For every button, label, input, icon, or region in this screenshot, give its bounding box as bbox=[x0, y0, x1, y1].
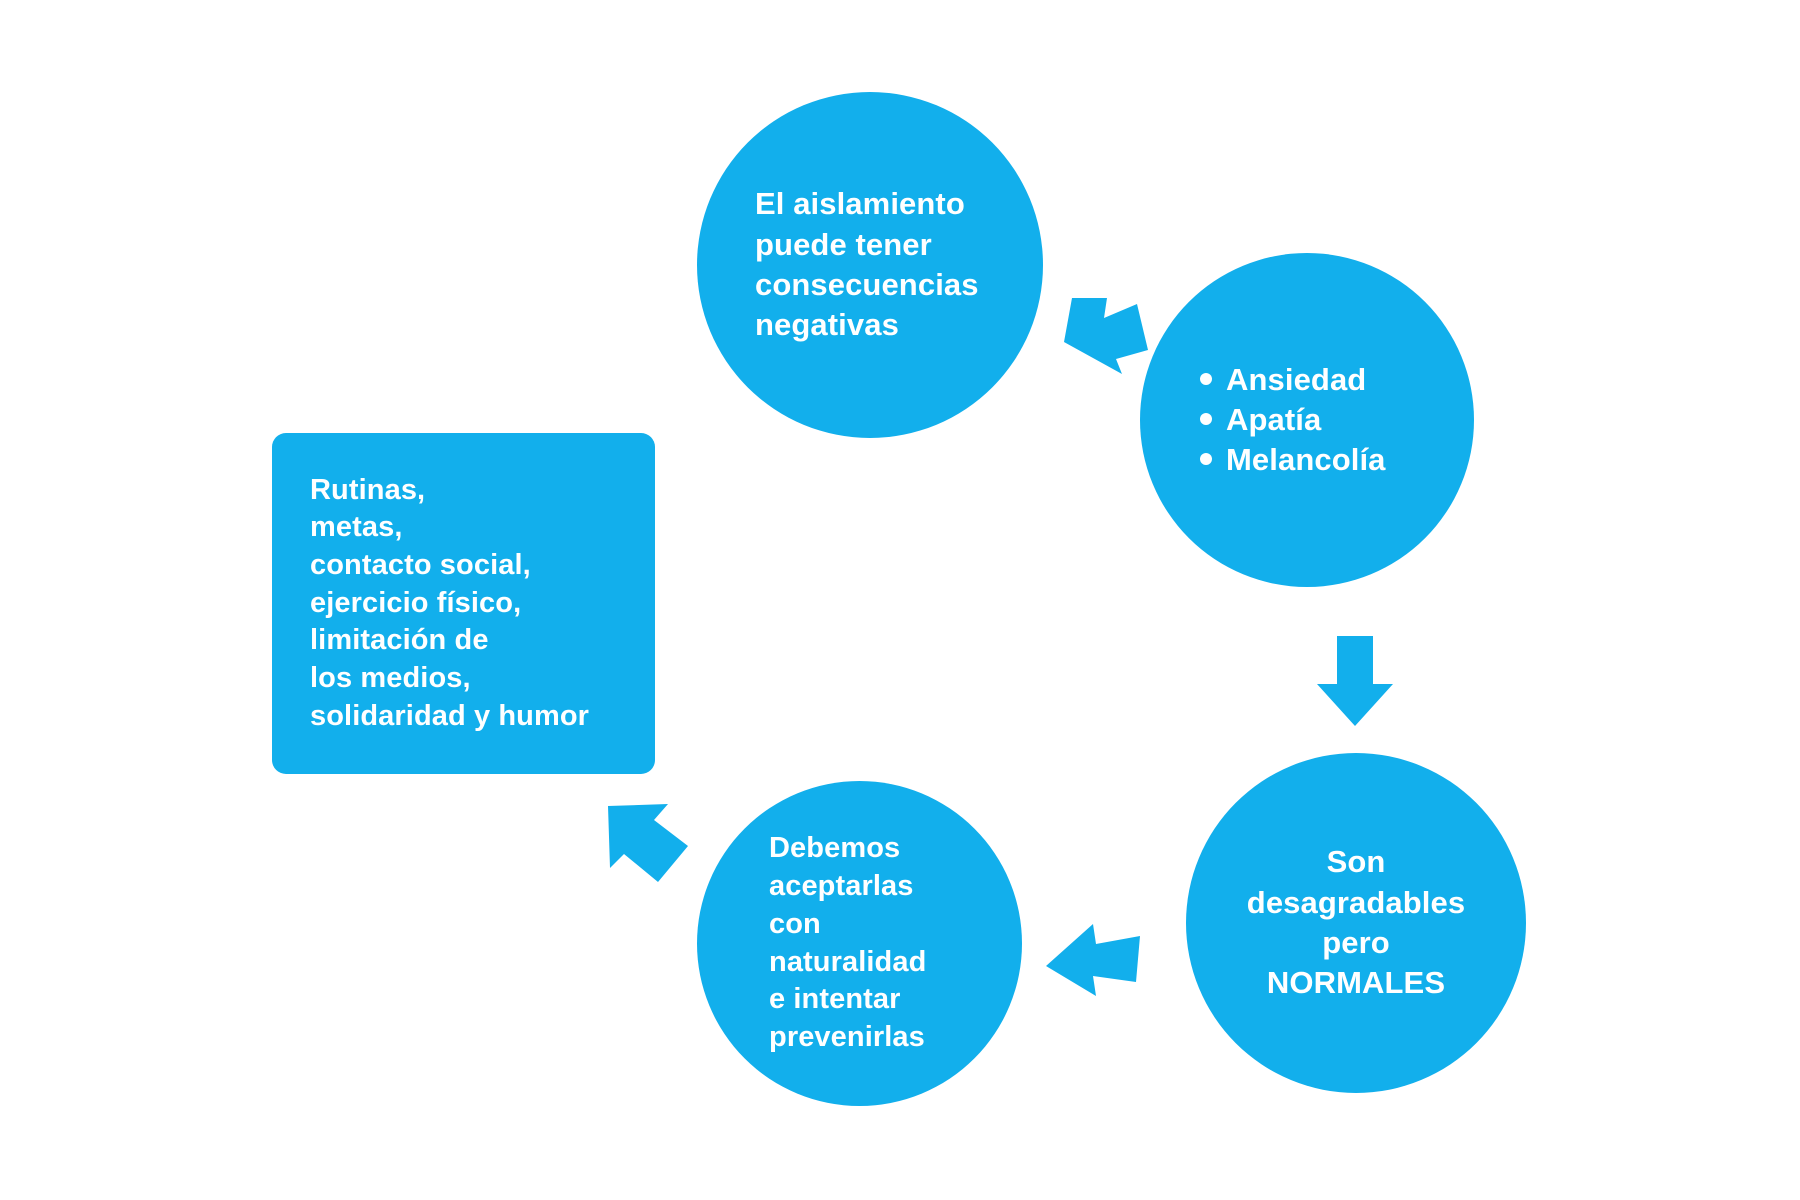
node-normal-line-4: NORMALES bbox=[1266, 965, 1446, 1001]
node-strategies-line-5: limitación de bbox=[310, 624, 489, 657]
node-strategies-line-2: metas, bbox=[310, 511, 403, 544]
node-symptoms-bullet-2: Apatía bbox=[1226, 401, 1322, 437]
bullet-dot-icon bbox=[1200, 372, 1212, 385]
node-normal-line-3: pero bbox=[1322, 925, 1390, 960]
node-accept-line-3: con bbox=[769, 907, 821, 940]
node-strategies[interactable]: Rutinas, metas, contacto social, ejercic… bbox=[272, 433, 655, 774]
node-accept[interactable]: Debemos aceptarlas con naturalidad e int… bbox=[697, 781, 1022, 1106]
arrow-left-icon bbox=[1046, 924, 1140, 996]
bullet-dot-icon bbox=[1200, 412, 1212, 425]
node-symptoms-bullet-1: Ansiedad bbox=[1226, 361, 1367, 397]
node-accept-line-2: aceptarlas bbox=[769, 870, 914, 903]
arrow-down-icon bbox=[1317, 636, 1393, 726]
node-isolation[interactable]: El aislamiento puede tener consecuencias… bbox=[697, 92, 1043, 438]
node-symptoms-bullet-3: Melancolía bbox=[1226, 442, 1386, 478]
list-item: Melancolía bbox=[1200, 440, 1386, 480]
bullet-dot-icon bbox=[1200, 453, 1212, 466]
node-isolation-line-3: consecuencias bbox=[755, 267, 979, 302]
node-strategies-line-1: Rutinas, bbox=[310, 473, 426, 506]
node-accept-line-4: naturalidad bbox=[769, 945, 927, 978]
node-accept-line-1: Debemos bbox=[769, 832, 901, 865]
node-strategies-line-7: solidaridad y humor bbox=[310, 699, 590, 732]
node-isolation-line-1: El aislamiento bbox=[755, 186, 965, 222]
node-strategies-line-4: ejercicio físico, bbox=[310, 586, 522, 619]
node-isolation-line-4: negativas bbox=[755, 307, 899, 343]
node-accept-line-6: prevenirlas bbox=[769, 1020, 925, 1053]
node-strategies-line-6: los medios, bbox=[310, 662, 471, 695]
node-normal-line-1: Son bbox=[1326, 844, 1386, 880]
node-isolation-line-2: puede tener bbox=[755, 226, 932, 262]
arrow-up-left-icon bbox=[608, 804, 688, 882]
arrow-down-right-icon bbox=[1064, 298, 1148, 374]
node-symptoms[interactable]: Ansiedad Apatía Melancolía bbox=[1140, 253, 1474, 587]
node-strategies-line-3: contacto social, bbox=[310, 548, 531, 581]
node-normal[interactable]: Son desagradables pero NORMALES bbox=[1186, 753, 1526, 1093]
node-normal-line-2: desagradables bbox=[1246, 884, 1466, 920]
list-item: Apatía bbox=[1200, 400, 1321, 440]
list-item: Ansiedad bbox=[1200, 360, 1366, 400]
node-accept-line-5: e intentar bbox=[769, 983, 901, 1016]
